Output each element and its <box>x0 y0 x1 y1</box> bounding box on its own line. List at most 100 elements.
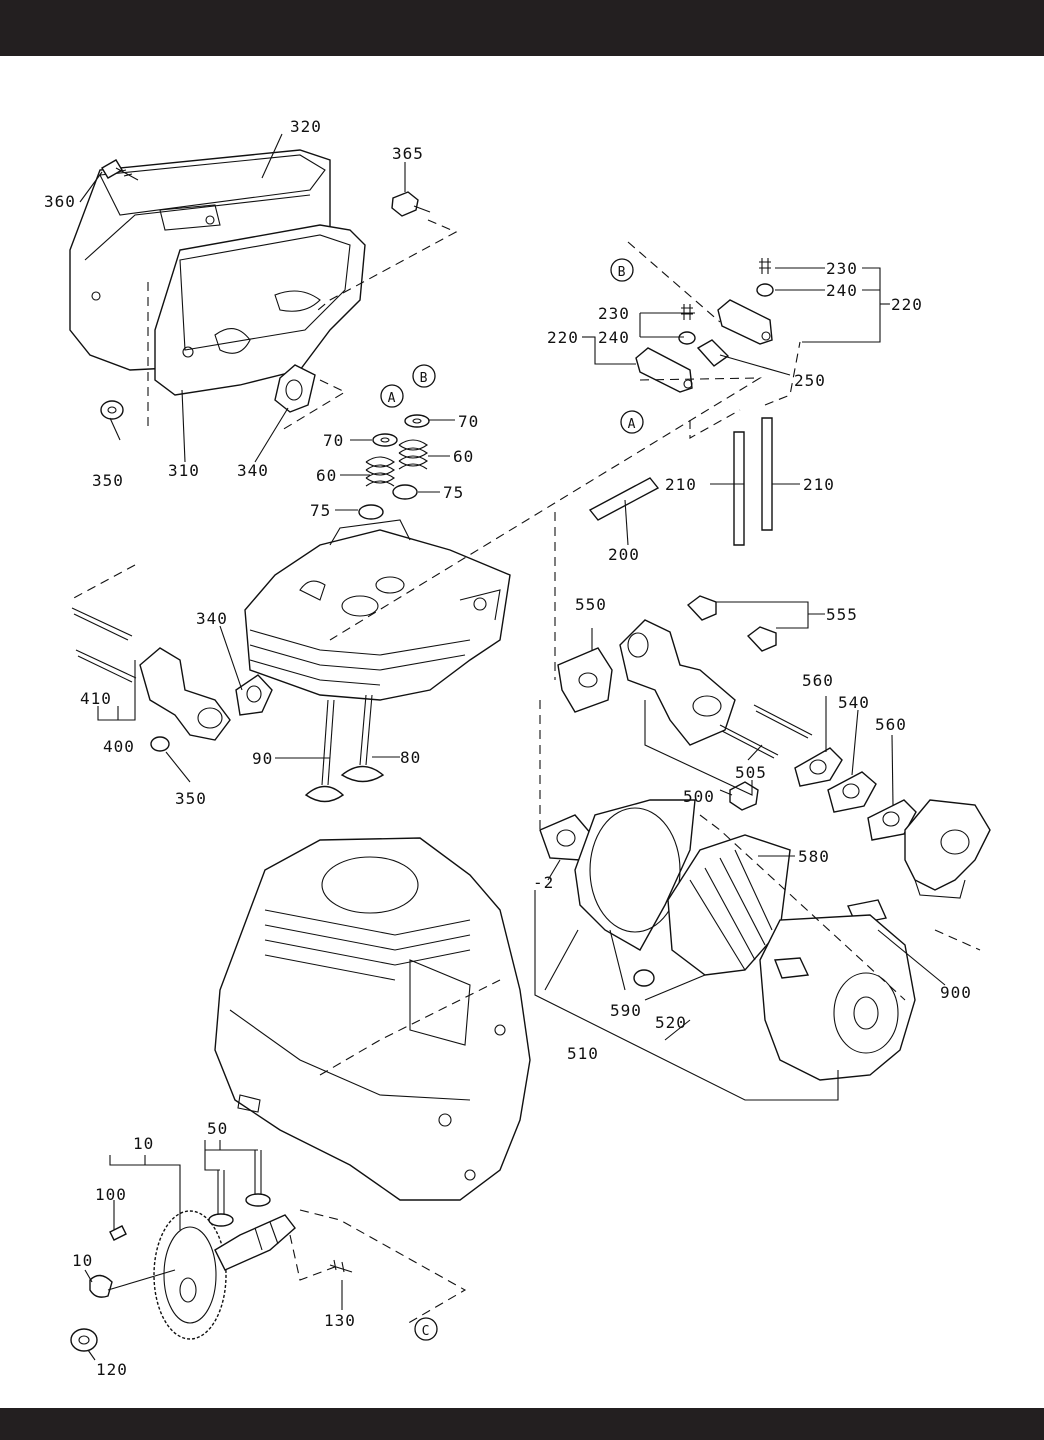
seal-75-right <box>392 484 418 500</box>
callout-10-top: 10 <box>133 1134 154 1153</box>
pin-100 <box>109 1225 127 1241</box>
callout-80: 80 <box>400 748 421 767</box>
header-band <box>0 0 1044 56</box>
intake-manifold-500 <box>619 619 736 746</box>
gasket-340-top <box>274 364 316 413</box>
gasket-340-mid <box>235 674 273 716</box>
rocker-arm-right <box>717 299 773 345</box>
pivot-250 <box>696 339 730 367</box>
studs-505 <box>719 704 813 759</box>
air-cleaner-cover <box>759 914 916 1081</box>
callout-60-left: 60 <box>316 466 337 485</box>
callout-230-left: 230 <box>598 304 630 323</box>
ref-b-right: B <box>618 265 627 280</box>
bolt-360 <box>101 159 139 181</box>
pushrod-210-right <box>761 417 773 531</box>
callout-555: 555 <box>826 605 858 624</box>
screw-230-a <box>681 304 693 320</box>
rocker-arm-left <box>635 347 693 393</box>
callout-540: 540 <box>838 693 870 712</box>
washer-10 <box>89 1269 176 1298</box>
callout-560-right: 560 <box>875 715 907 734</box>
callout-310: 310 <box>168 461 200 480</box>
pushrod-210-left <box>733 431 745 546</box>
callout-120: 120 <box>96 1360 128 1379</box>
shaft-200 <box>588 477 660 521</box>
callout-90: 90 <box>252 749 273 768</box>
reference-markers <box>380 258 644 1341</box>
nut-350 <box>100 400 124 420</box>
nut-590 <box>633 969 655 987</box>
callout-10-left: 10 <box>72 1251 93 1270</box>
callout-210-right: 210 <box>803 475 835 494</box>
cylinder-head <box>244 519 511 701</box>
bolt-130 <box>329 1259 353 1273</box>
callout-560-top: 560 <box>802 671 834 690</box>
fittings-555 <box>686 595 777 652</box>
callout-2: -2 <box>533 873 554 892</box>
callout-350-low: 350 <box>175 789 207 808</box>
ref-b-top: B <box>420 371 429 386</box>
bolt-365 <box>391 191 431 217</box>
callout-365: 365 <box>392 144 424 163</box>
callout-360: 360 <box>44 192 76 211</box>
callout-220-left: 220 <box>547 328 579 347</box>
callout-240-left: 240 <box>598 328 630 347</box>
callout-50: 50 <box>207 1119 228 1138</box>
studs-410 <box>71 607 137 683</box>
ref-a-right: A <box>628 417 637 432</box>
spring-60-left <box>365 456 395 487</box>
valve-80 <box>340 694 385 783</box>
callout-250: 250 <box>794 371 826 390</box>
intake-pipe-400 <box>139 647 231 741</box>
callout-100: 100 <box>95 1185 127 1204</box>
nut-350-low <box>150 736 170 752</box>
footer-band <box>0 1408 1044 1440</box>
spring-60-right <box>398 439 428 470</box>
retainer-70-right <box>404 414 430 428</box>
callout-70-left: 70 <box>323 431 344 450</box>
callout-550: 550 <box>575 595 607 614</box>
ref-c: C <box>422 1324 431 1339</box>
tappets-50 <box>208 1150 271 1227</box>
assembly-lines <box>69 219 981 1326</box>
crankcase <box>214 837 531 1201</box>
gasket-560-a <box>794 747 843 787</box>
callout-130: 130 <box>324 1311 356 1330</box>
callout-510: 510 <box>567 1044 599 1063</box>
callout-230-right: 230 <box>826 259 858 278</box>
callout-900: 900 <box>940 983 972 1002</box>
callout-340-top: 340 <box>237 461 269 480</box>
leader-lines <box>79 133 946 1361</box>
gasket-550 <box>557 647 613 713</box>
callout-240-right: 240 <box>826 281 858 300</box>
carburetor <box>904 799 991 899</box>
valve-90 <box>304 699 345 803</box>
ref-a-top: A <box>388 391 397 406</box>
seal-75-left <box>358 504 384 520</box>
callout-320: 320 <box>290 117 322 136</box>
bolt-580 <box>719 781 759 811</box>
callout-580: 580 <box>798 847 830 866</box>
callout-340-mid: 340 <box>196 609 228 628</box>
callout-400: 400 <box>103 737 135 756</box>
callout-410: 410 <box>80 689 112 708</box>
air-cleaner-base <box>574 799 696 951</box>
callout-75-right: 75 <box>443 483 464 502</box>
callout-200: 200 <box>608 545 640 564</box>
retainer-70-left <box>372 433 398 447</box>
callout-60-right: 60 <box>453 447 474 466</box>
exploded-parts-diagram: A B B A C 320 365 360 350 310 340 70 70 … <box>44 117 991 1379</box>
callout-500: 500 <box>683 787 715 806</box>
rocker-cover-inner <box>154 224 366 396</box>
callout-210-left: 210 <box>665 475 697 494</box>
insulator-540 <box>827 771 877 813</box>
nut-240-b <box>756 283 774 297</box>
nut-240-a <box>678 331 696 345</box>
callout-505: 505 <box>735 763 767 782</box>
callout-70-right: 70 <box>458 412 479 431</box>
callout-75-left: 75 <box>310 501 331 520</box>
washer-120 <box>70 1328 98 1352</box>
screw-230-b <box>759 258 771 274</box>
callout-220-right: 220 <box>891 295 923 314</box>
